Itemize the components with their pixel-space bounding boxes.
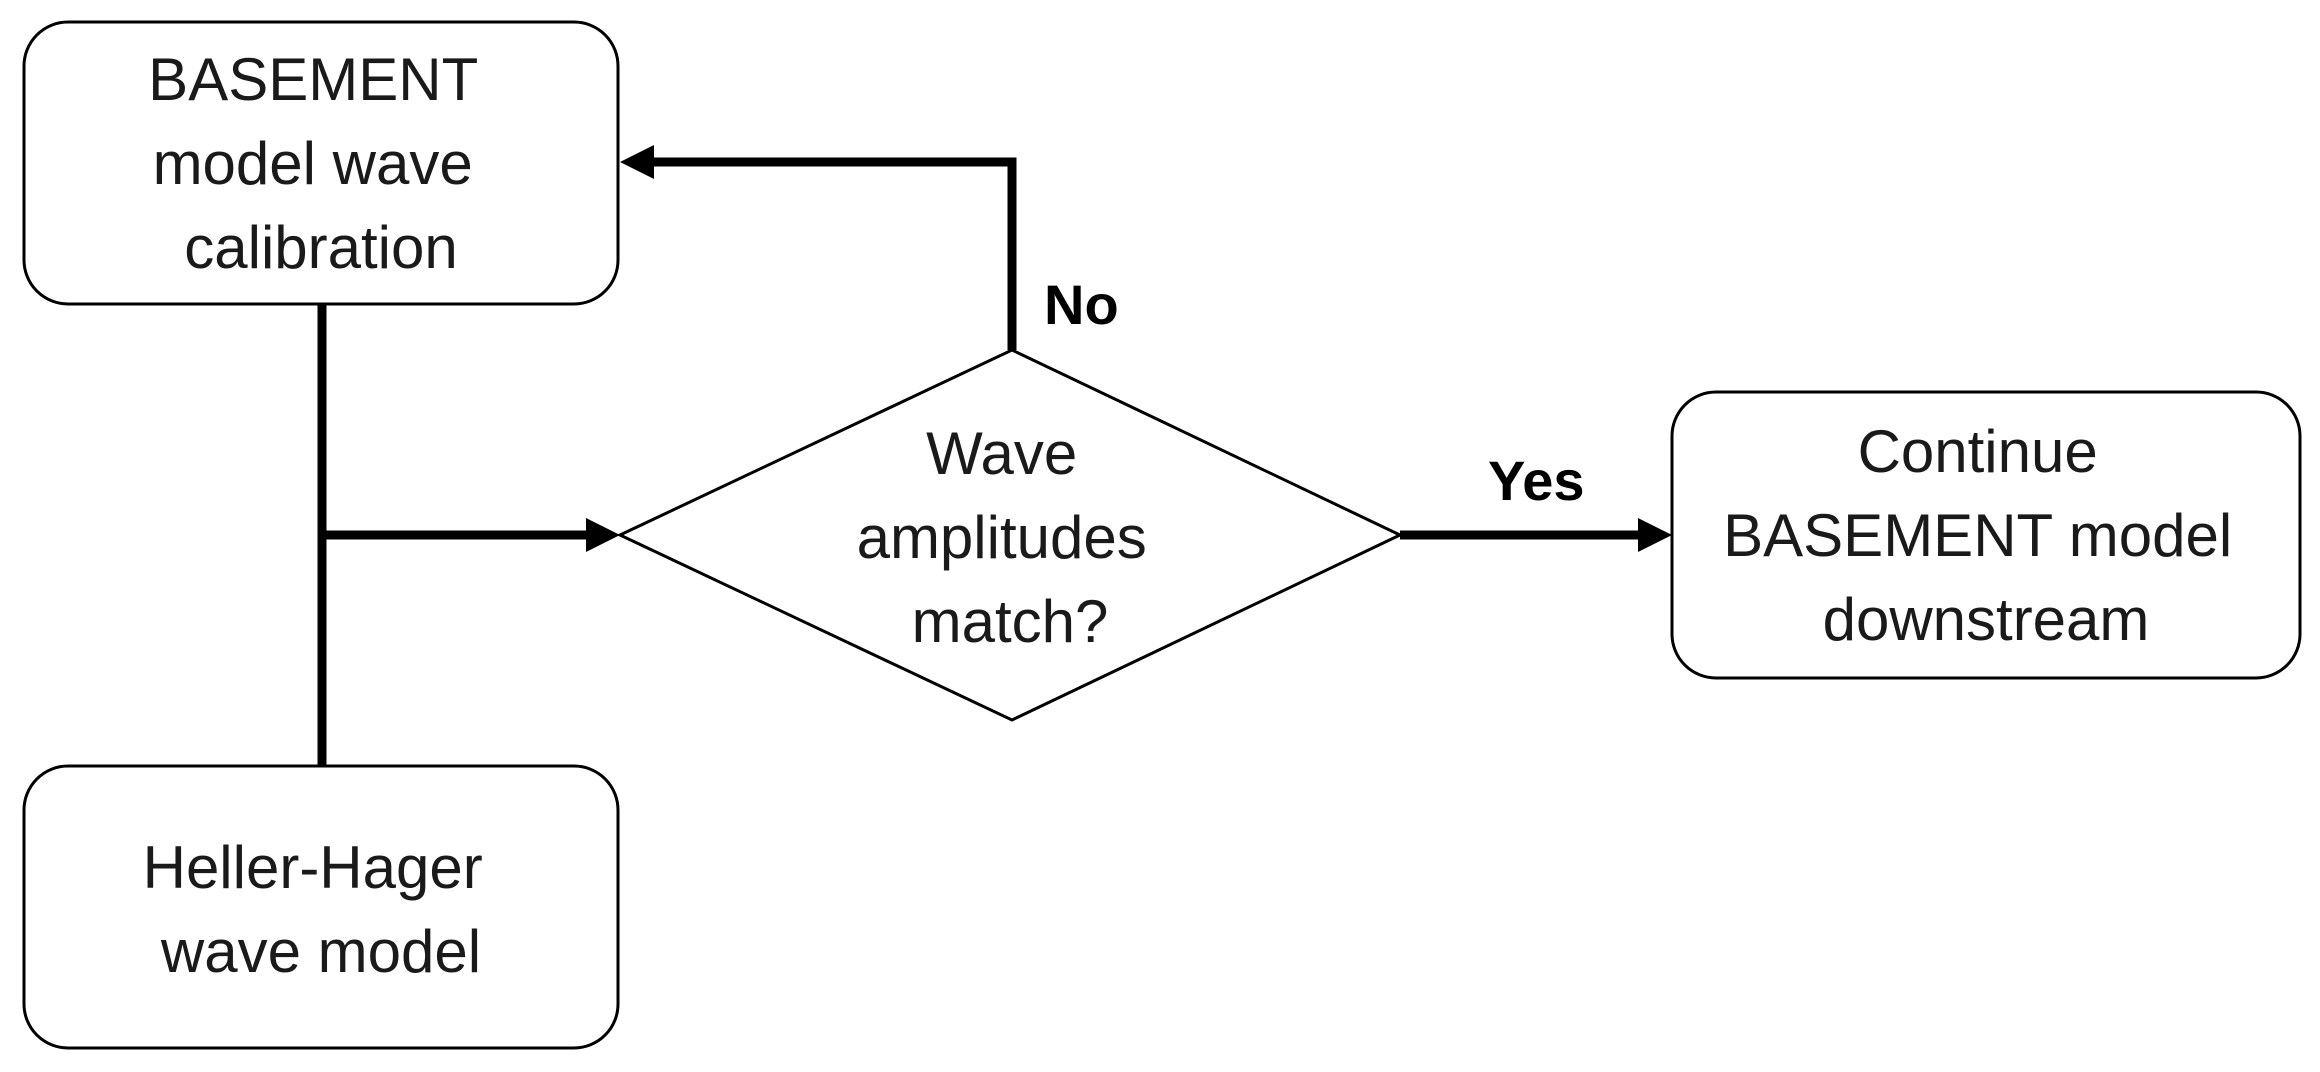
node-calibration-line-1: BASEMENT bbox=[148, 46, 477, 113]
node-continue-line-2: BASEMENT model bbox=[1723, 502, 2232, 569]
svg-text:BASEMENT model wave: BASEMENT model wave calibration bbox=[148, 46, 494, 281]
node-continue-line-1: Continue bbox=[1858, 418, 2098, 485]
node-continue-box bbox=[1670, 390, 2302, 680]
node-continue: Continue BASEMENT model downstream bbox=[1670, 390, 2302, 680]
svg-text:Wave amplitudes ma: Wave amplitudes match? bbox=[857, 420, 1164, 655]
node-heller-hager: Heller-Hager wave model bbox=[22, 764, 620, 1050]
node-decision-diamond bbox=[616, 348, 1404, 722]
node-heller-hager-line-1: Heller-Hager bbox=[143, 834, 483, 901]
edge-label-yes: Yes bbox=[1488, 449, 1585, 512]
svg-text:Heller-Hager wave model: Heller-Hager wave model bbox=[143, 834, 500, 985]
node-heller-hager-line-2: wave model bbox=[160, 918, 481, 985]
arrowhead-to-calibration bbox=[620, 145, 654, 179]
arrow-no-loop bbox=[652, 157, 1017, 350]
node-decision-line-1: Wave bbox=[926, 420, 1077, 487]
arrowhead-to-continue bbox=[1638, 518, 1672, 552]
arrowhead-to-decision bbox=[586, 518, 620, 552]
node-calibration-box bbox=[22, 20, 620, 306]
node-calibration-line-2: model wave bbox=[153, 130, 473, 197]
node-calibration: BASEMENT model wave calibration bbox=[22, 20, 620, 306]
svg-text:Continue BASEMENT model: Continue BASEMENT model downstream bbox=[1723, 418, 2249, 653]
connectors bbox=[317, 145, 1672, 766]
node-decision-line-2: amplitudes bbox=[857, 504, 1147, 571]
node-calibration-line-3: calibration bbox=[184, 214, 458, 281]
node-decision: Wave amplitudes match? bbox=[616, 348, 1404, 722]
node-heller-hager-box bbox=[22, 764, 620, 1050]
edge-label-no: No bbox=[1044, 273, 1119, 336]
node-continue-line-3: downstream bbox=[1823, 586, 2150, 653]
node-decision-line-3: match? bbox=[912, 588, 1109, 655]
